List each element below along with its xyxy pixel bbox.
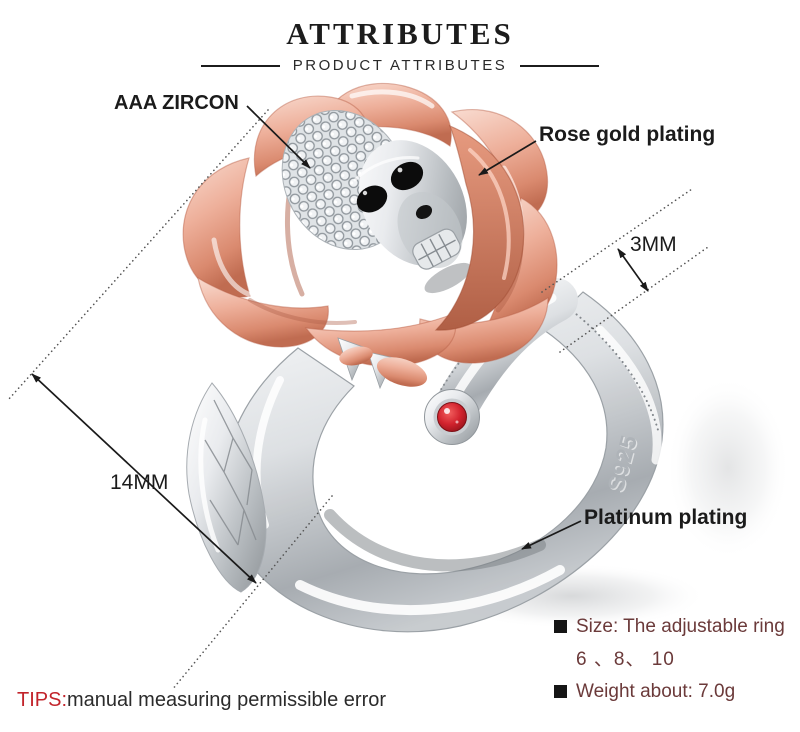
page-title: ATTRIBUTES — [286, 16, 514, 51]
extension-line-3mm-bottom — [559, 246, 709, 353]
band-loop — [223, 291, 664, 633]
shadow-right — [666, 376, 790, 560]
eye-glint — [362, 190, 368, 196]
swirl-highlight — [468, 148, 511, 280]
gem-stone — [437, 402, 467, 432]
tips-prefix: TIPS: — [17, 689, 68, 711]
extension-line-14mm-bottom — [171, 495, 333, 691]
gem-glint-small — [455, 420, 459, 424]
subtitle-rule-right — [520, 64, 600, 67]
spec-size-row: Size: The adjustable ring — [554, 615, 800, 639]
tips-text: manual measuring permissible error — [67, 689, 387, 711]
extension-line-14mm-top — [7, 109, 269, 401]
subtitle-row: PRODUCT ATTRIBUTES — [0, 57, 800, 74]
callout-zircon: AAA ZIRCON — [114, 92, 239, 114]
specs-block: Size: The adjustable ring 6 、8、 10 Weigh… — [554, 615, 800, 712]
callout-platinum: Platinum plating — [584, 506, 748, 529]
gem-glint — [444, 408, 450, 414]
platinum-pointer-line — [521, 520, 582, 550]
rose-inner-swirl — [434, 124, 525, 331]
size-label: Size: The adjustable ring — [576, 616, 785, 637]
nose-hollow — [415, 204, 433, 220]
rose-gold-pointer-line — [478, 140, 537, 176]
size-values: 6 、8、 10 — [576, 648, 675, 670]
petal-highlight — [260, 185, 277, 277]
teeth — [412, 228, 461, 270]
tips-note: TIPS:manual measuring permissible error — [17, 689, 386, 712]
red-zircon-gem — [424, 389, 480, 445]
header: ATTRIBUTES PRODUCT ATTRIBUTES — [0, 16, 800, 74]
subtitle-rule-left — [200, 64, 280, 67]
petal — [197, 276, 329, 348]
square-bullet-icon — [554, 684, 567, 698]
band-gloss-right — [595, 325, 662, 465]
calyx-sepals — [337, 337, 428, 390]
petal — [182, 157, 251, 298]
brow-highlight — [353, 155, 420, 182]
dimension-label-3mm: 3MM — [630, 233, 677, 256]
petal-crevice — [248, 298, 357, 326]
callout-rose-gold: Rose gold plating — [539, 123, 716, 146]
jaw-shadow — [424, 262, 472, 294]
zircon-pointer-line — [246, 105, 311, 169]
weight-label: Weight about: 7.0g — [576, 680, 736, 702]
page-subtitle: PRODUCT ATTRIBUTES — [292, 57, 508, 74]
petal-highlight — [349, 89, 435, 109]
stem-wrap — [339, 346, 373, 366]
zircon-skull — [281, 109, 472, 294]
stem-wrap — [376, 357, 428, 387]
swirl-petal — [434, 124, 525, 331]
spec-weight-row: Weight about: 7.0g — [554, 680, 800, 704]
eye-glint — [397, 167, 403, 173]
dimension-label-14mm: 14MM — [110, 471, 169, 494]
petal-highlight — [211, 237, 251, 297]
measurement-annotations — [7, 105, 709, 691]
dimension-arrow-3mm — [617, 248, 649, 292]
dimension-arrow-14mm — [31, 373, 257, 584]
square-bullet-icon — [554, 620, 567, 633]
band-inner-shade — [324, 509, 546, 572]
band-gloss-bottom — [295, 565, 565, 616]
